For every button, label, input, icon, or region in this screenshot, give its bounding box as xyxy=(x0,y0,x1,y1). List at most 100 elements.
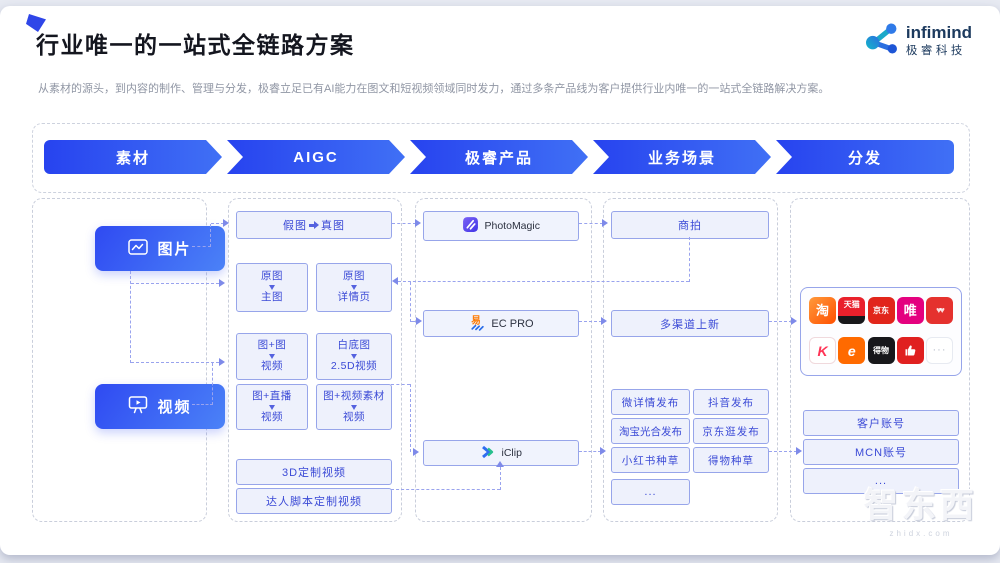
aigc-image-plus-live-box: 图+直播视频 xyxy=(236,384,308,430)
arrowhead xyxy=(413,448,419,456)
connector-custom-video-to-iclip xyxy=(391,489,500,490)
page-title: 行业唯一的一站式全链路方案 xyxy=(36,32,355,58)
product-photomagic-box: PhotoMagic xyxy=(423,211,579,241)
flow-stage-scenarios: 业务场景 xyxy=(593,140,771,174)
infimind-logo-icon xyxy=(864,22,900,60)
aigc-fake-to-real-box: 假图 真图 xyxy=(236,211,392,239)
arrowhead xyxy=(219,358,225,366)
flow-stage-material: 素材 xyxy=(44,140,222,174)
scenario-multichannel-box: 多渠道上新 xyxy=(611,310,769,337)
connector-image-branch xyxy=(130,271,131,363)
account-customer-box: 客户账号 xyxy=(803,410,959,436)
photomagic-logo-icon xyxy=(462,216,479,236)
arrowhead xyxy=(219,279,225,287)
product-ecpro-box: 易 EC PRO xyxy=(423,310,579,337)
video-icon xyxy=(128,395,148,418)
down-arrow-icon xyxy=(351,404,357,410)
thumbs-up-app-icon xyxy=(896,337,924,364)
alibaba-app-icon: e xyxy=(838,337,866,364)
more-apps-icon: ··· xyxy=(926,337,953,364)
connector-video-to-aigc xyxy=(192,404,213,405)
image-icon xyxy=(128,238,149,259)
flow-stage-distribution: 分发 xyxy=(776,140,954,174)
connector-multichannel-to-apps xyxy=(769,321,792,322)
ecpro-logo-icon: 易 xyxy=(468,314,485,334)
column-products xyxy=(415,198,592,522)
page-subtitle: 从素材的源头，到内容的制作、管理与分发，极睿立足已有AI能力在图文和短视频领域同… xyxy=(38,83,830,95)
floral-red-app-icon: ♥♥ xyxy=(926,297,953,324)
real-image-label: 真图 xyxy=(321,220,345,232)
arrowhead xyxy=(791,317,797,325)
vipshop-app-icon: 唯 xyxy=(896,297,924,324)
flow-stage-products: 极睿产品 xyxy=(410,140,588,174)
scenario-micro-detail-box: 微详情发布 xyxy=(611,389,690,415)
logo-brand-name: infimind xyxy=(905,23,972,43)
watermark-logo: 智东西 xyxy=(864,487,978,525)
scenario-douyin-box: 抖音发布 xyxy=(693,389,769,415)
connector-aigc-to-iclip xyxy=(410,384,411,452)
connector-image-to-aigc xyxy=(211,223,224,224)
scenario-taobao-guanghe-box: 淘宝光合发布 xyxy=(611,418,690,444)
connector-image-to-aigc xyxy=(192,246,211,247)
scenario-product-shoot-box: 商拍 xyxy=(611,211,769,239)
taobao-app-icon: 淘 xyxy=(809,297,836,324)
arrowhead xyxy=(416,317,422,325)
aigc-talent-script-video-box: 达人脚本定制视频 xyxy=(236,488,392,514)
connector-custom-video-to-iclip xyxy=(500,467,501,490)
connector-to-ecpro xyxy=(410,282,411,322)
material-video-label: 视频 xyxy=(157,399,192,416)
watermark-domain: zhidx.com xyxy=(889,529,953,538)
arrowhead xyxy=(392,277,398,285)
down-arrow-icon xyxy=(351,354,357,359)
arrowhead xyxy=(600,447,606,455)
connector-to-video-boxes xyxy=(131,362,219,363)
connector-to-ecpro xyxy=(411,321,417,322)
connector-ecpro-to-multichannel xyxy=(579,321,602,322)
connector-shangpai-return xyxy=(398,281,689,282)
scenario-more-box: ... xyxy=(611,479,690,505)
aigc-original-to-detail-box: 原图详情页 xyxy=(316,263,392,312)
scenario-dewu-box: 得物种草 xyxy=(693,447,769,473)
tmall-app-icon: 天猫 xyxy=(838,297,866,324)
down-arrow-icon xyxy=(269,354,275,359)
column-material: 图片 视频 xyxy=(32,198,225,522)
account-more-box: ... xyxy=(803,468,959,494)
account-mcn-box: MCN账号 xyxy=(803,439,959,465)
connector-video-to-aigc xyxy=(212,363,213,405)
company-logo: infimind 极睿科技 xyxy=(864,22,972,60)
arrowhead xyxy=(496,461,504,467)
aigc-image-plus-clips-box: 图+视频素材视频 xyxy=(316,384,392,430)
dewu-app-icon: 得物 xyxy=(867,337,895,364)
connector-shangpai-return xyxy=(689,237,690,282)
logo-company-name: 极睿科技 xyxy=(905,44,966,57)
connector-aigc-to-iclip xyxy=(391,384,410,385)
connector-iclip-to-scenarios xyxy=(579,451,601,452)
connector-photomagic-to-shangpai xyxy=(579,223,603,224)
connector-image-to-original xyxy=(131,283,219,284)
connector-image-to-aigc xyxy=(210,224,211,247)
aigc-3d-video-box: 3D定制视频 xyxy=(236,459,392,485)
iclip-logo-icon xyxy=(480,444,496,463)
scenario-jd-guang-box: 京东逛发布 xyxy=(693,418,769,444)
scenario-xiaohongshu-box: 小红书种草 xyxy=(611,447,690,473)
material-image-node: 图片 xyxy=(95,226,225,271)
column-scenarios xyxy=(603,198,778,522)
connector-fake-real-to-photomagic xyxy=(392,223,416,224)
aigc-original-to-main-box: 原图主图 xyxy=(236,263,308,312)
material-video-node: 视频 xyxy=(95,384,225,429)
svg-text:易: 易 xyxy=(472,315,482,326)
arrowhead xyxy=(796,447,802,455)
watermark: 智东西 zhidx.com xyxy=(864,478,978,538)
jd-app-icon: 京东 xyxy=(867,297,895,324)
down-arrow-icon xyxy=(269,285,275,290)
flow-stage-aigc: AIGC xyxy=(227,140,405,174)
down-arrow-icon xyxy=(351,285,357,290)
material-image-label: 图片 xyxy=(157,241,192,258)
aigc-image-plus-image-box: 图+图视频 xyxy=(236,333,308,380)
arrowhead xyxy=(223,219,229,227)
arrowhead xyxy=(415,219,421,227)
down-arrow-icon xyxy=(269,404,275,410)
right-arrow-icon xyxy=(309,221,319,229)
fake-image-label: 假图 xyxy=(283,220,307,232)
